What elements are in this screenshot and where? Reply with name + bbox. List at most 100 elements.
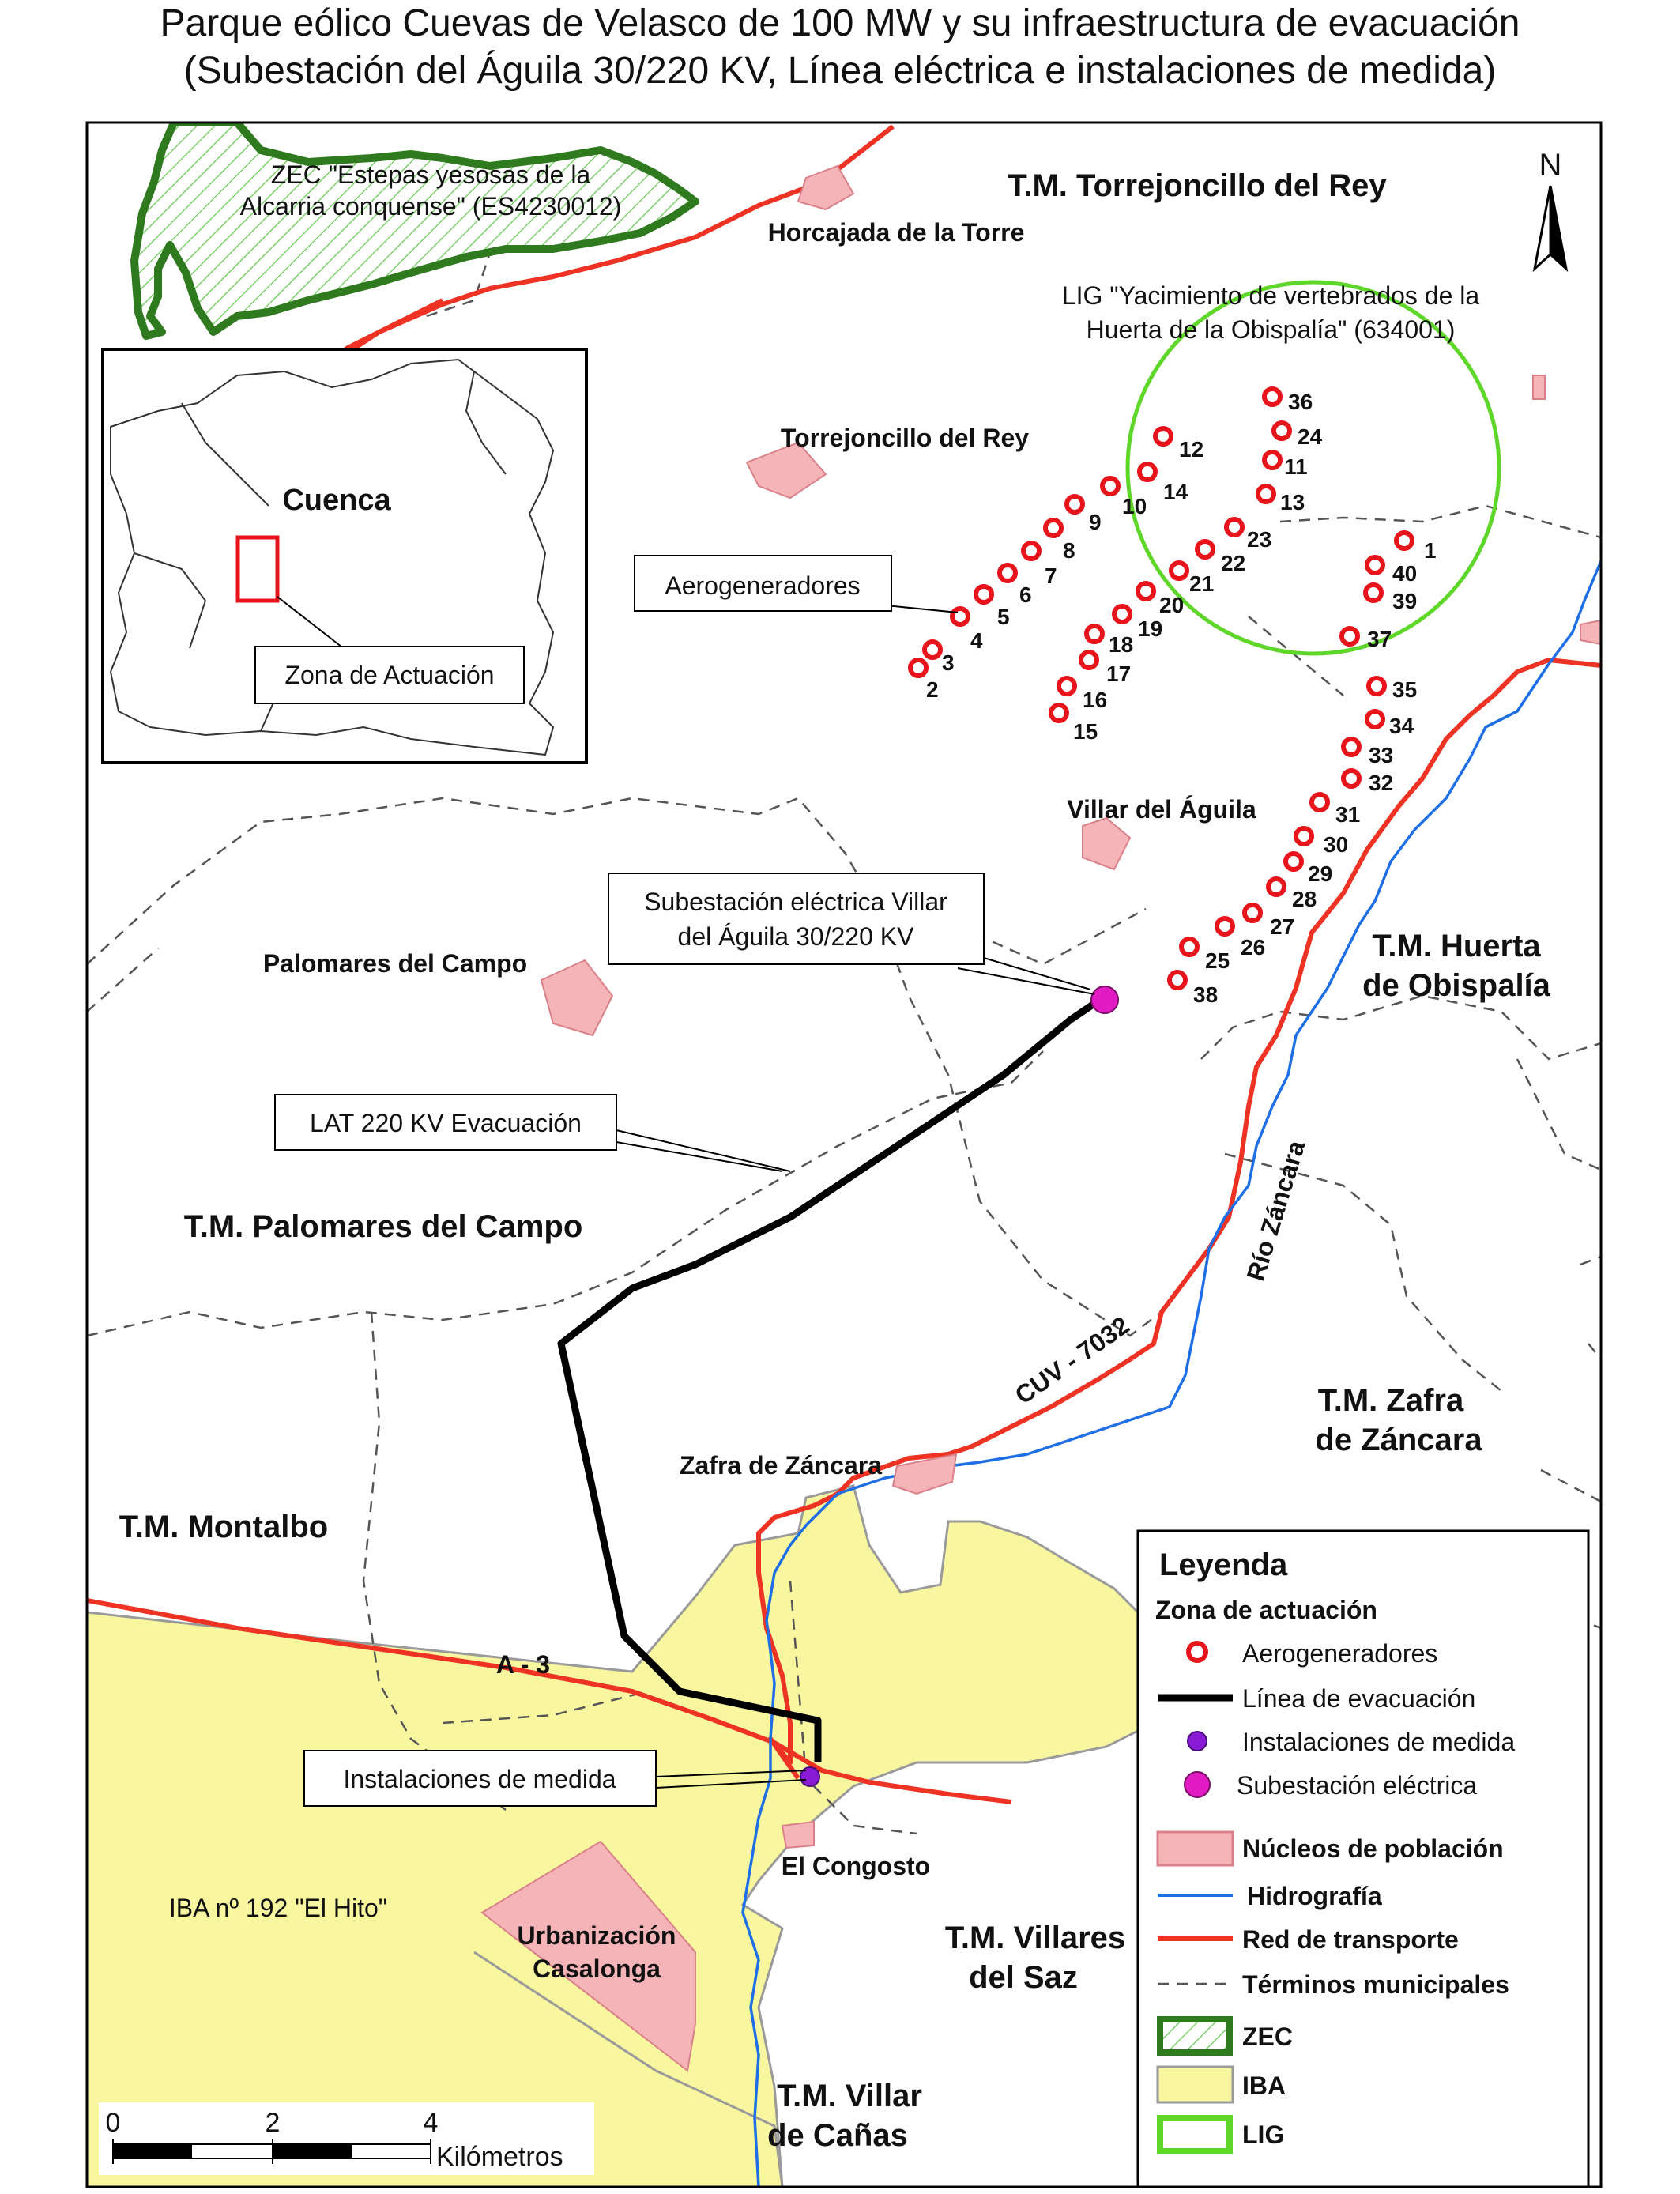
turbine-18-label: 18 bbox=[1109, 632, 1133, 657]
iba-border-south bbox=[473, 1951, 784, 2187]
turbine-22-marker[interactable] bbox=[1195, 539, 1215, 560]
scale-tick-2: 2 bbox=[266, 2108, 281, 2138]
callout-subestacion-text-1: Subestación eléctrica Villar bbox=[644, 888, 947, 916]
turbine-13-marker[interactable] bbox=[1256, 484, 1276, 504]
lig-circle bbox=[1125, 280, 1501, 656]
town-palomares-polygon bbox=[540, 959, 614, 1037]
turbine-11-marker[interactable] bbox=[1262, 450, 1283, 470]
tm-villares-1: T.M. Villares bbox=[945, 1921, 1125, 1955]
turbine-16-marker[interactable] bbox=[1057, 676, 1077, 696]
turbine-33-label: 33 bbox=[1369, 743, 1393, 767]
turbine-21-label: 21 bbox=[1189, 571, 1214, 596]
legend-lig: LIG bbox=[1242, 2120, 1284, 2149]
tm-zafra-2: de Záncara bbox=[1315, 1423, 1482, 1457]
turbine-20-label: 20 bbox=[1159, 593, 1184, 617]
turbine-3-marker[interactable] bbox=[922, 639, 943, 660]
turbine-9-label: 9 bbox=[1089, 510, 1102, 534]
scale-tick-0: 0 bbox=[106, 2108, 121, 2138]
lig-label-1: LIG "Yacimiento de vertebrados de la bbox=[1062, 281, 1480, 310]
turbine-7-label: 7 bbox=[1045, 564, 1057, 588]
tm-villar-canas-1: T.M. Villar bbox=[777, 2079, 922, 2113]
legend-hidro: Hidrografía bbox=[1247, 1882, 1382, 1910]
turbine-36-label: 36 bbox=[1288, 390, 1313, 414]
turbine-39-marker[interactable] bbox=[1363, 582, 1384, 603]
turbine-35-label: 35 bbox=[1392, 677, 1417, 702]
turbine-1-label: 1 bbox=[1424, 538, 1437, 563]
scale-bar-bg bbox=[99, 2102, 594, 2175]
turbine-24-marker[interactable] bbox=[1271, 420, 1292, 441]
turbine-23-marker[interactable] bbox=[1224, 517, 1245, 537]
turbine-28-marker[interactable] bbox=[1266, 876, 1286, 897]
turbine-34-marker[interactable] bbox=[1365, 709, 1385, 729]
town-villar-aguila-polygon bbox=[1082, 816, 1132, 871]
turbine-40-marker[interactable] bbox=[1365, 555, 1385, 575]
turbine-8-marker[interactable] bbox=[1043, 518, 1064, 538]
turbine-13-label: 13 bbox=[1280, 490, 1305, 515]
legend-medida: Instalaciones de medida bbox=[1242, 1728, 1515, 1756]
town-torrejoncillo-polygon bbox=[745, 441, 827, 499]
tm-villares-2: del Saz bbox=[969, 1960, 1078, 1995]
town-congosto-polygon bbox=[781, 1820, 815, 1849]
tm-zafra-1: T.M. Zafra bbox=[1318, 1383, 1464, 1418]
inset-province-outline bbox=[109, 358, 555, 756]
turbine-19-marker[interactable] bbox=[1112, 604, 1132, 624]
turbine-25-marker[interactable] bbox=[1179, 937, 1200, 957]
turbine-12-marker[interactable] bbox=[1153, 426, 1173, 447]
map-frame bbox=[85, 121, 1603, 2188]
turbine-38-marker[interactable] bbox=[1167, 970, 1188, 990]
turbine-10-marker[interactable] bbox=[1100, 476, 1121, 496]
turbine-26-marker[interactable] bbox=[1215, 916, 1235, 937]
callout-aerogeneradores-box bbox=[634, 555, 892, 612]
town-villar-aguila: Villar del Águila bbox=[1067, 795, 1256, 824]
turbine-18-marker[interactable] bbox=[1084, 624, 1105, 644]
legend-aerogeneradores: Aerogeneradores bbox=[1242, 1639, 1437, 1668]
inset-map: Cuenca Zona de Actuación bbox=[101, 348, 588, 764]
turbine-36-marker[interactable] bbox=[1262, 386, 1283, 407]
turbine-15-marker[interactable] bbox=[1049, 703, 1069, 723]
transport-network bbox=[87, 124, 1601, 1804]
tm-montalbo: T.M. Montalbo bbox=[119, 1510, 328, 1544]
turbine-39-label: 39 bbox=[1392, 589, 1417, 613]
turbine-19-label: 19 bbox=[1138, 616, 1162, 641]
turbine-37-marker[interactable] bbox=[1339, 626, 1360, 647]
legend-nucleos-icon bbox=[1156, 1830, 1234, 1867]
legend-nucleos: Núcleos de población bbox=[1242, 1834, 1504, 1863]
map-content: 1234567891011121314151617181920212223242… bbox=[87, 123, 1601, 2187]
turbine-6-marker[interactable] bbox=[997, 563, 1018, 583]
turbine-27-marker[interactable] bbox=[1242, 903, 1263, 923]
turbine-33-marker[interactable] bbox=[1341, 737, 1362, 757]
a3-label: A - 3 bbox=[496, 1650, 550, 1679]
turbine-34-label: 34 bbox=[1389, 714, 1414, 738]
turbine-17-marker[interactable] bbox=[1079, 650, 1099, 670]
turbine-23-label: 23 bbox=[1247, 527, 1271, 552]
legend-red: Red de transporte bbox=[1242, 1925, 1459, 1954]
turbine-14-label: 14 bbox=[1163, 480, 1188, 504]
turbine-5-marker[interactable] bbox=[974, 584, 994, 605]
turbine-26-label: 26 bbox=[1241, 935, 1265, 959]
legend-title: Leyenda bbox=[1159, 1547, 1288, 1582]
rio-label: Río Záncara bbox=[1241, 1137, 1310, 1284]
town-urbanizacion-polygon bbox=[480, 1840, 696, 2072]
turbine-20-marker[interactable] bbox=[1136, 581, 1156, 601]
turbine-38-label: 38 bbox=[1193, 982, 1218, 1007]
turbine-30-marker[interactable] bbox=[1294, 826, 1314, 846]
turbine-1-marker[interactable] bbox=[1394, 530, 1414, 551]
turbine-21-marker[interactable] bbox=[1169, 560, 1189, 581]
turbine-4-marker[interactable] bbox=[950, 606, 970, 627]
north-label: N bbox=[1539, 148, 1562, 183]
turbine-14-marker[interactable] bbox=[1137, 462, 1158, 482]
town-horcajada: Horcajada de la Torre bbox=[768, 218, 1025, 247]
turbine-9-marker[interactable] bbox=[1064, 494, 1085, 515]
town-torrejoncillo: Torrejoncillo del Rey bbox=[781, 424, 1029, 452]
turbine-31-marker[interactable] bbox=[1309, 792, 1330, 812]
substation-point[interactable] bbox=[1090, 986, 1119, 1014]
turbine-7-marker[interactable] bbox=[1021, 541, 1042, 561]
turbine-29-marker[interactable] bbox=[1283, 851, 1304, 872]
legend-terminos: Términos municipales bbox=[1242, 1970, 1509, 1999]
turbine-5-label: 5 bbox=[997, 605, 1010, 629]
turbine-2-marker[interactable] bbox=[908, 658, 929, 678]
turbine-32-marker[interactable] bbox=[1341, 768, 1362, 789]
measure-point[interactable] bbox=[800, 1766, 820, 1787]
turbine-35-marker[interactable] bbox=[1366, 676, 1387, 696]
